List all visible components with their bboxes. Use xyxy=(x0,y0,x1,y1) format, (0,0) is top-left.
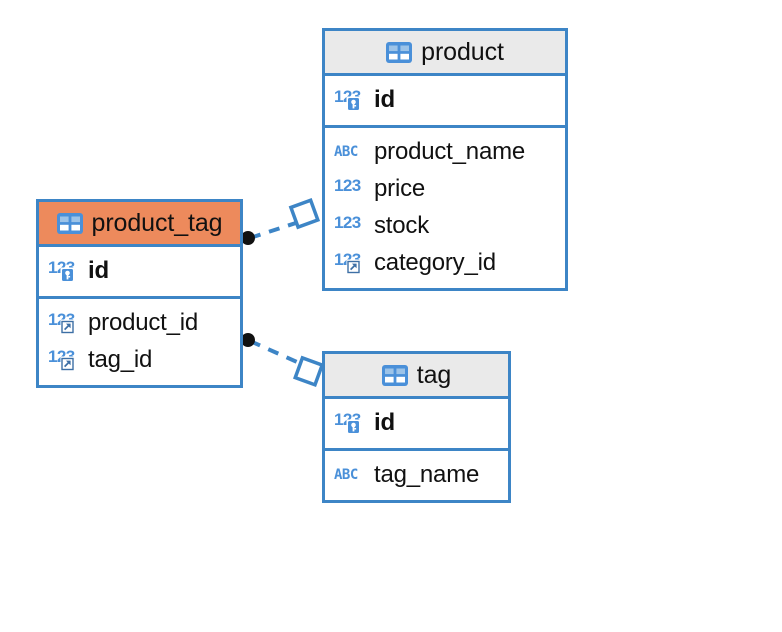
relationship-product_tag-product[interactable] xyxy=(241,198,321,245)
key-icon xyxy=(346,419,361,435)
relationship-line xyxy=(249,217,309,240)
field-name: price xyxy=(374,174,426,202)
key-icon xyxy=(60,267,75,283)
type-number-icon: 123 xyxy=(334,212,361,232)
field-row[interactable]: ABC product_name xyxy=(325,133,565,170)
entity-title: product_tag xyxy=(91,208,223,237)
type-text-icon: ABC xyxy=(334,466,358,483)
endpoint-hollow-diamond xyxy=(288,198,321,230)
field-group: 123 id xyxy=(325,399,508,448)
key-icon xyxy=(346,96,361,112)
field-name: tag_id xyxy=(88,345,153,373)
field-name: id xyxy=(374,408,395,436)
table-icon xyxy=(386,41,413,63)
fk-icon xyxy=(60,356,75,372)
field-group: 123 id xyxy=(39,247,240,296)
field-row[interactable]: 123 product_id xyxy=(39,304,240,341)
fk-icon xyxy=(346,259,361,275)
type-number-fk-icon: 123 xyxy=(48,310,80,336)
field-name: product_id xyxy=(88,308,199,336)
field-row[interactable]: 123 tag_id xyxy=(39,341,240,378)
field-name: tag_name xyxy=(374,460,480,488)
endpoint-filled-dot xyxy=(241,231,255,245)
type-number-key-icon: 123 xyxy=(334,410,366,436)
field-group: ABC tag_name xyxy=(325,448,508,500)
field-name: id xyxy=(374,85,395,113)
entity-product_tag[interactable]: product_tag 123 id xyxy=(36,199,243,388)
field-name: id xyxy=(88,256,109,284)
table-icon xyxy=(56,212,83,234)
entity-product[interactable]: product 123 id xyxy=(322,28,568,291)
entity-tag[interactable]: tag 123 id xyxy=(322,351,511,503)
type-number-fk-icon: 123 xyxy=(334,250,366,276)
relationship-product_tag-tag[interactable] xyxy=(241,333,325,388)
field-row[interactable]: 123 id xyxy=(325,81,565,118)
relationship-line xyxy=(249,339,307,368)
entity-header-product_tag[interactable]: product_tag xyxy=(39,202,240,247)
entity-header-tag[interactable]: tag xyxy=(325,354,508,399)
entity-title: tag xyxy=(416,360,452,389)
entity-header-product[interactable]: product xyxy=(325,31,565,76)
field-row[interactable]: 123 stock xyxy=(325,207,565,244)
field-row[interactable]: 123 id xyxy=(325,404,508,441)
table-icon xyxy=(381,364,408,386)
field-name: product_name xyxy=(374,137,526,165)
field-row[interactable]: 123 price xyxy=(325,170,565,207)
field-name: category_id xyxy=(374,248,496,276)
type-number-icon: 123 xyxy=(334,175,361,195)
field-row[interactable]: ABC tag_name xyxy=(325,456,508,493)
field-group: ABC product_name 123 price 123 stock 123 xyxy=(325,125,565,288)
endpoint-filled-dot xyxy=(241,333,255,347)
fk-icon xyxy=(60,319,75,335)
endpoint-hollow-diamond xyxy=(293,355,325,388)
type-number-key-icon: 123 xyxy=(48,258,80,284)
field-name: stock xyxy=(374,211,430,239)
field-row[interactable]: 123 id xyxy=(39,252,240,289)
field-group: 123 id xyxy=(325,76,565,125)
type-text-icon: ABC xyxy=(334,143,358,160)
field-row[interactable]: 123 category_id xyxy=(325,244,565,281)
entity-title: product xyxy=(421,37,504,66)
field-group: 123 product_id 123 xyxy=(39,296,240,385)
type-number-fk-icon: 123 xyxy=(48,347,80,373)
type-number-key-icon: 123 xyxy=(334,87,366,113)
